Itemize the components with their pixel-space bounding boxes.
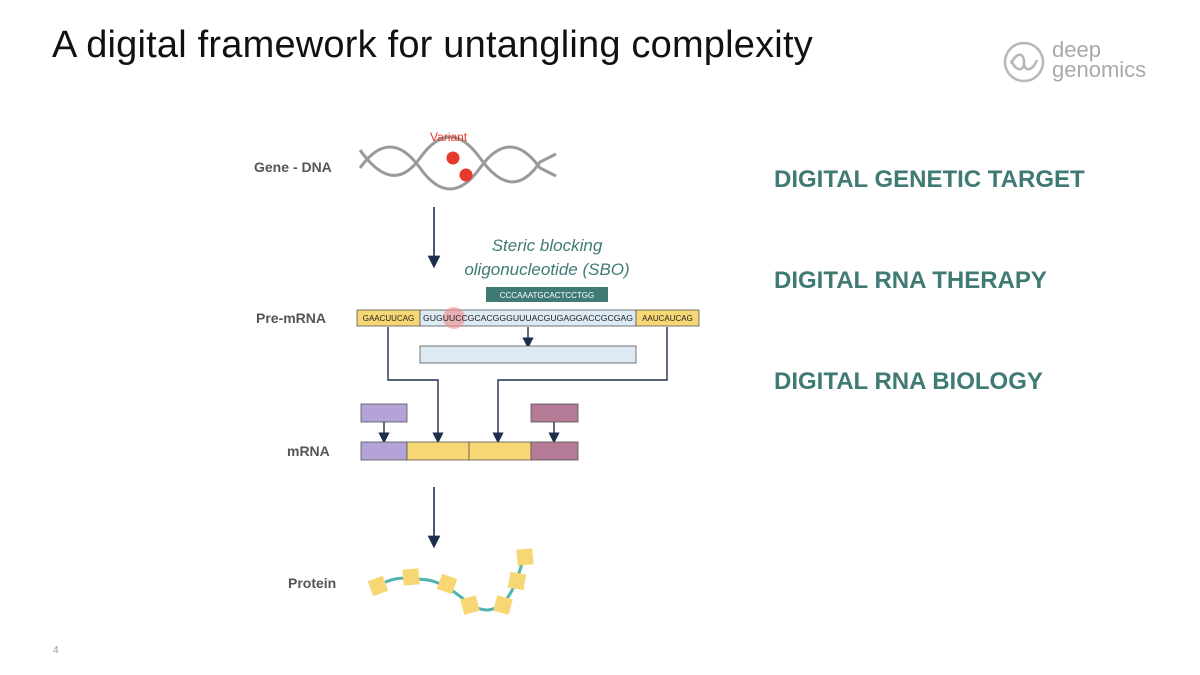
mrna-bar xyxy=(360,441,579,461)
sbo-label-line2: oligonucleotide (SBO) xyxy=(464,260,629,279)
mauve-input-block xyxy=(530,403,579,423)
amino-acid-5 xyxy=(493,595,513,615)
mrna-segment-exon-2 xyxy=(468,441,532,461)
amino-acid-2 xyxy=(402,568,420,586)
amino-acid-3 xyxy=(436,573,458,595)
intron-blocked-box xyxy=(419,345,637,364)
mrna-segment-purple xyxy=(360,441,408,461)
right-exon-seq: AAUCAUCAG xyxy=(642,314,693,323)
sbo-sequence-text: CCCAAATGCACTCCTGG xyxy=(500,291,595,300)
label-pre-mrna: Pre-mRNA xyxy=(256,310,326,326)
mrna-segment-mauve xyxy=(530,441,579,461)
intron-seq: GUGUUCCGCACGGGUUUACGUGAGGACCGCGAG xyxy=(423,314,633,323)
dna-helix xyxy=(358,135,557,191)
variant-site-highlight xyxy=(443,307,465,329)
variant-marker-2 xyxy=(459,168,473,182)
amino-acid-6 xyxy=(507,571,527,591)
pre-mrna-bar: GAACUUCAG GUGUUCCGCACGGGUUUACGUGAGGACCGC… xyxy=(356,307,700,329)
logo-text-line1: deep xyxy=(1052,37,1101,62)
variant-marker-1 xyxy=(446,151,460,165)
splicing-connectors xyxy=(387,327,668,444)
label-protein: Protein xyxy=(288,575,336,591)
deep-genomics-logo: deep genomics xyxy=(1002,37,1172,90)
logo-mark-icon xyxy=(1003,41,1045,83)
label-mrna: mRNA xyxy=(287,443,330,459)
label-gene-dna: Gene - DNA xyxy=(254,159,332,175)
left-exon-seq: GAACUUCAG xyxy=(363,314,415,323)
sbo-sequence-bar xyxy=(486,287,608,302)
label-digital-rna-therapy: DIGITAL RNA THERAPY xyxy=(774,267,1047,294)
amino-acid-1 xyxy=(367,575,389,597)
pre-mrna-right-exon xyxy=(635,309,700,327)
mrna-segment-exon-1 xyxy=(406,441,470,461)
page-number: 4 xyxy=(53,645,59,656)
label-digital-rna-biology: DIGITAL RNA BIOLOGY xyxy=(774,368,1043,395)
amino-acid-4 xyxy=(460,595,480,615)
slide-title: A digital framework for untangling compl… xyxy=(52,24,813,66)
purple-input-block xyxy=(360,403,408,423)
protein-chain xyxy=(367,548,534,615)
variant-label: Variant xyxy=(430,130,468,144)
logo-text-line2: genomics xyxy=(1052,57,1147,82)
label-digital-genetic-target: DIGITAL GENETIC TARGET xyxy=(774,166,1085,193)
sbo-label-line1: Steric blocking xyxy=(492,236,603,255)
amino-acid-7 xyxy=(516,548,534,566)
